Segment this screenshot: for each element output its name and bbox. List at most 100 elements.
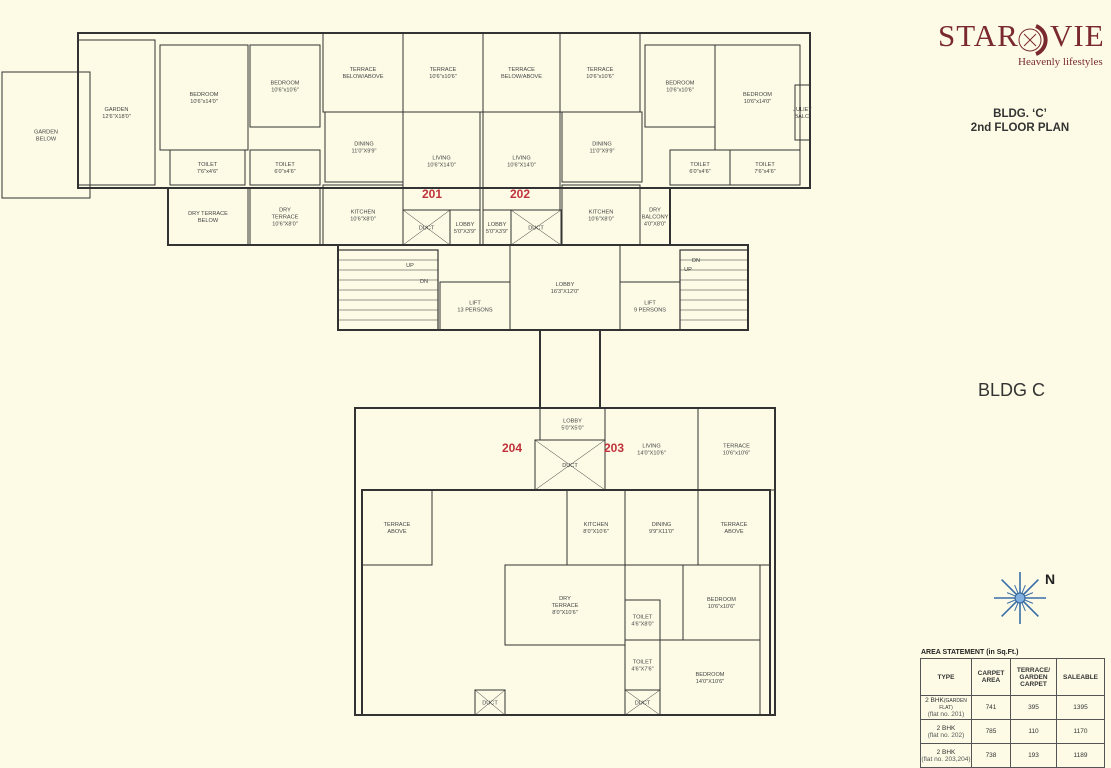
room-name: BEDROOM — [696, 672, 725, 678]
room-name: DUCT — [419, 226, 435, 232]
room-name: DINING — [652, 522, 672, 528]
room-name: BEDROOM — [190, 92, 219, 98]
room-name: TERRACE — [723, 444, 750, 450]
room-name: BEDROOM — [743, 92, 772, 98]
room-name: GARDEN — [34, 130, 58, 136]
duct-cross — [534, 439, 606, 491]
room-dimensions: 9'9"X11'0" — [649, 529, 674, 535]
room-dimensions: 10'6"x14'0" — [190, 99, 218, 105]
carpet-cell: 738 — [971, 743, 1011, 768]
room-name: TERRACE — [272, 215, 299, 221]
room-dimensions: 5'0"X3'9" — [486, 229, 508, 235]
room-name: KITCHEN — [351, 210, 376, 216]
room-name: BELOW/ABOVE — [501, 74, 542, 80]
room-name: KITCHEN — [589, 210, 614, 216]
room-outline — [561, 111, 643, 183]
room-name: GARDEN — [105, 107, 129, 113]
room-dimensions: 14'0"X10'6" — [637, 451, 666, 457]
room-name: TERRACE — [384, 522, 411, 528]
header-carpet: CARPET AREA — [971, 658, 1011, 696]
unit-number: 203 — [604, 441, 624, 455]
type: 2 BHK — [936, 748, 956, 756]
saleable-cell: 1189 — [1056, 743, 1105, 768]
room-name: ABOVE — [387, 529, 407, 535]
room-dimensions: 5'0"X3'9" — [454, 229, 476, 235]
room-dimensions: 8'0"X10'6" — [583, 529, 608, 535]
room-name: DUCT — [562, 463, 578, 469]
type-cell: 2 BHK(flat no. 202) — [920, 719, 972, 744]
room-name: DRY — [649, 208, 661, 214]
room-dimensions: 6'0"x4'6" — [689, 169, 710, 175]
unit-number: 204 — [502, 441, 522, 455]
room-outline — [474, 689, 506, 716]
room-name: LIVING — [642, 444, 660, 450]
compass-logo-icon — [1018, 24, 1048, 56]
room-name: BALCONY — [642, 215, 669, 221]
room-label: DUCT — [482, 701, 498, 707]
room-dimensions: 8'0"X10'6" — [552, 610, 577, 616]
room-outline — [249, 187, 321, 246]
room-name: BELOW/ABOVE — [342, 74, 383, 80]
type-cell: 2 BHK(flat no. 203,204) — [920, 743, 972, 768]
terrace-cell: 193 — [1010, 743, 1057, 768]
building-label: BLDG C — [978, 380, 1046, 400]
room-name: BELOW — [36, 137, 57, 143]
room-label: UP — [684, 267, 692, 273]
table-row: 2 BHK(GARDEN FLAT)(flat no. 201) 741 395… — [920, 695, 1105, 720]
room-name: TERRACE — [430, 67, 457, 73]
logo: STAR VIE — [938, 18, 1108, 73]
room-name: LIFT — [469, 301, 481, 307]
flat-no: (flat no. 201) — [927, 711, 965, 718]
compass-center — [1014, 592, 1026, 604]
plan-title-floor: 2nd FLOOR PLAN — [970, 122, 1070, 134]
duct-cross — [402, 209, 451, 246]
table-header-row: TYPE CARPET AREA TERRACE/ GARDEN CARPET … — [920, 658, 1105, 696]
room-dimensions: 9 PERSONS — [634, 308, 666, 314]
room-name: LIVING — [432, 156, 450, 162]
room-dimensions: 10'6"x10'6" — [723, 451, 751, 457]
room-dimensions: 10'6"X14'0" — [507, 163, 536, 169]
room-name: DRY — [279, 208, 291, 214]
room-outline — [449, 209, 481, 246]
unit-number: 202 — [510, 187, 530, 201]
room-dimensions: 11'0"X9'9" — [352, 149, 377, 155]
duct-cross — [624, 689, 661, 716]
room-name: LOBBY — [456, 222, 475, 228]
room-name: BELOW — [198, 218, 219, 224]
room-outline — [167, 187, 249, 246]
plan-title: BLDG. ‘C’ 2nd FLOOR PLAN — [960, 107, 1080, 135]
room-name: LIFT — [644, 301, 656, 307]
room-name: TOILET — [755, 162, 775, 168]
type: 2 BHK — [936, 724, 956, 732]
room-name: DUCT — [482, 701, 498, 707]
room-name: LOBBY — [563, 419, 582, 425]
room-label: DUCT — [528, 226, 544, 232]
room-dimensions: 16'3"X12'0" — [551, 289, 580, 295]
room-label: DUCT — [419, 226, 435, 232]
room-outline — [729, 149, 801, 186]
room-outline — [249, 44, 321, 128]
duct-cross — [510, 209, 562, 246]
logo-text-left: STAR — [938, 18, 1019, 53]
room-name: TERRACE — [508, 67, 535, 73]
room-label: DUCT — [635, 701, 651, 707]
